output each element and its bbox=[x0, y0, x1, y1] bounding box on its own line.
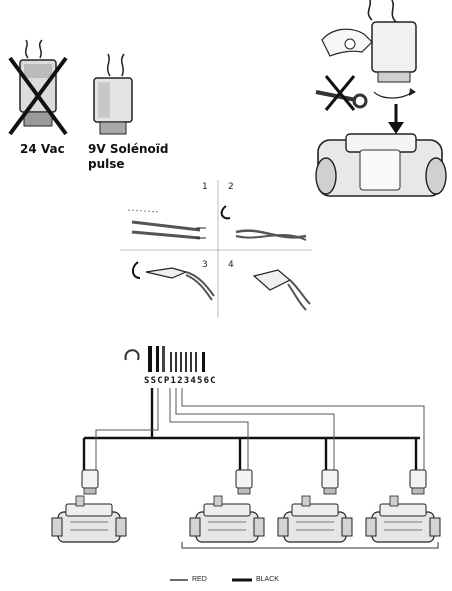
dc-solenoid-label-line2: pulse bbox=[88, 157, 125, 171]
power-cable-loop bbox=[125, 350, 138, 360]
terminal-strip-label: SSCP123456C bbox=[144, 376, 217, 386]
legend-red-label: RED bbox=[192, 576, 207, 583]
step-2-twist-wires bbox=[222, 206, 306, 240]
dc-latching-solenoid bbox=[94, 54, 132, 134]
rotate-arrow-icon bbox=[374, 92, 412, 98]
step-number-2: 2 bbox=[228, 182, 234, 192]
valve-group-bracket bbox=[182, 542, 438, 548]
dc-solenoid-label-line1: 9V Solénoïd bbox=[88, 142, 168, 156]
step-number-1: 1 bbox=[202, 182, 208, 192]
twist-arrow-icon bbox=[133, 262, 140, 278]
wrench-crossed-icon bbox=[316, 76, 366, 110]
step-1-strip-wires bbox=[128, 210, 206, 238]
step-number-4: 4 bbox=[228, 260, 234, 270]
solenoid-mounting-illustration bbox=[316, 0, 446, 196]
step-number-3: 3 bbox=[202, 260, 208, 270]
ac-solenoid-crossed bbox=[10, 40, 66, 134]
ac-solenoid-label: 24 Vac bbox=[20, 142, 65, 156]
legend-black-label: BLACK bbox=[256, 576, 279, 583]
controller-wiring-diagram bbox=[52, 346, 440, 580]
twist-arrow-icon bbox=[222, 206, 230, 218]
wire-connection-steps bbox=[120, 180, 312, 318]
step-4-finished-connection bbox=[254, 270, 310, 310]
